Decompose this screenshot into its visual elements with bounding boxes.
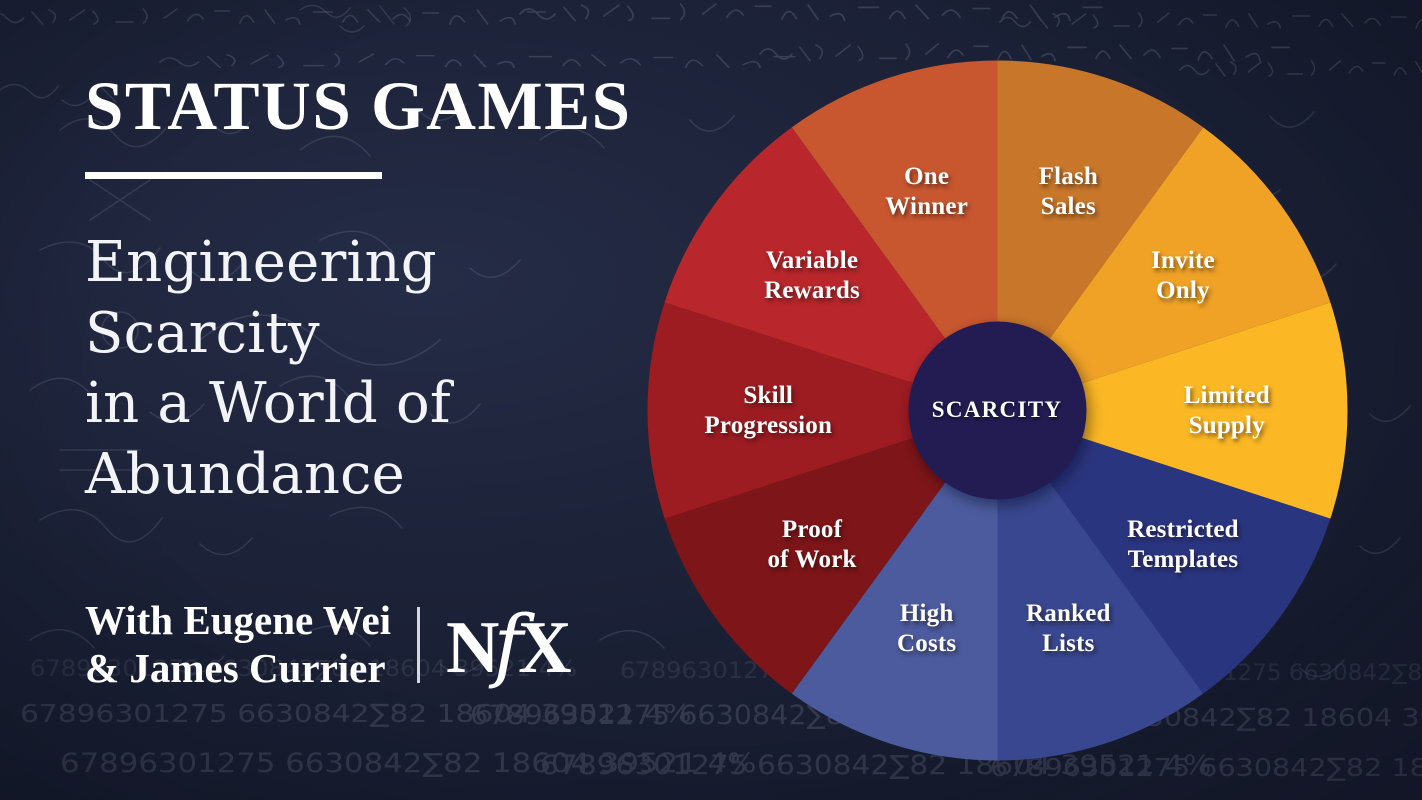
pie-slice[interactable] bbox=[647, 302, 998, 519]
logo-letter-n: N bbox=[446, 606, 499, 689]
pie-slices bbox=[647, 60, 1348, 761]
subtitle-line-3: in a World of bbox=[85, 371, 451, 437]
pie-slice[interactable] bbox=[997, 410, 1204, 761]
pie-slice[interactable] bbox=[791, 60, 998, 411]
left-content-column: STATUS GAMES Engineering Scarcity in a W… bbox=[85, 0, 665, 800]
subtitle-line-2: Scarcity bbox=[85, 300, 320, 366]
credit-line-2: & James Currier bbox=[85, 644, 386, 691]
pie-slice[interactable] bbox=[791, 410, 998, 761]
logo-letter-f: f bbox=[493, 597, 524, 691]
wheel-hub bbox=[908, 321, 1087, 500]
pie-slice[interactable] bbox=[664, 410, 998, 694]
pie-slice[interactable] bbox=[997, 127, 1331, 411]
subtitle-line-4: Abundance bbox=[85, 441, 406, 507]
credit-line-1: With Eugene Wei bbox=[85, 597, 392, 643]
credits-divider bbox=[417, 606, 421, 683]
pie-slice[interactable] bbox=[664, 127, 998, 411]
title-underline-rule bbox=[85, 172, 382, 179]
speaker-credits: With Eugene Wei & James Currier bbox=[85, 597, 391, 693]
page-title: STATUS GAMES bbox=[85, 68, 632, 144]
subtitle-line-1: Engineering bbox=[85, 230, 437, 295]
subtitle: Engineering Scarcity in a World of Abund… bbox=[85, 228, 645, 510]
pie-slice[interactable] bbox=[997, 60, 1204, 411]
pie-slice[interactable] bbox=[997, 302, 1348, 519]
logo-letter-x: X bbox=[518, 606, 571, 689]
pie-slice[interactable] bbox=[997, 410, 1331, 694]
